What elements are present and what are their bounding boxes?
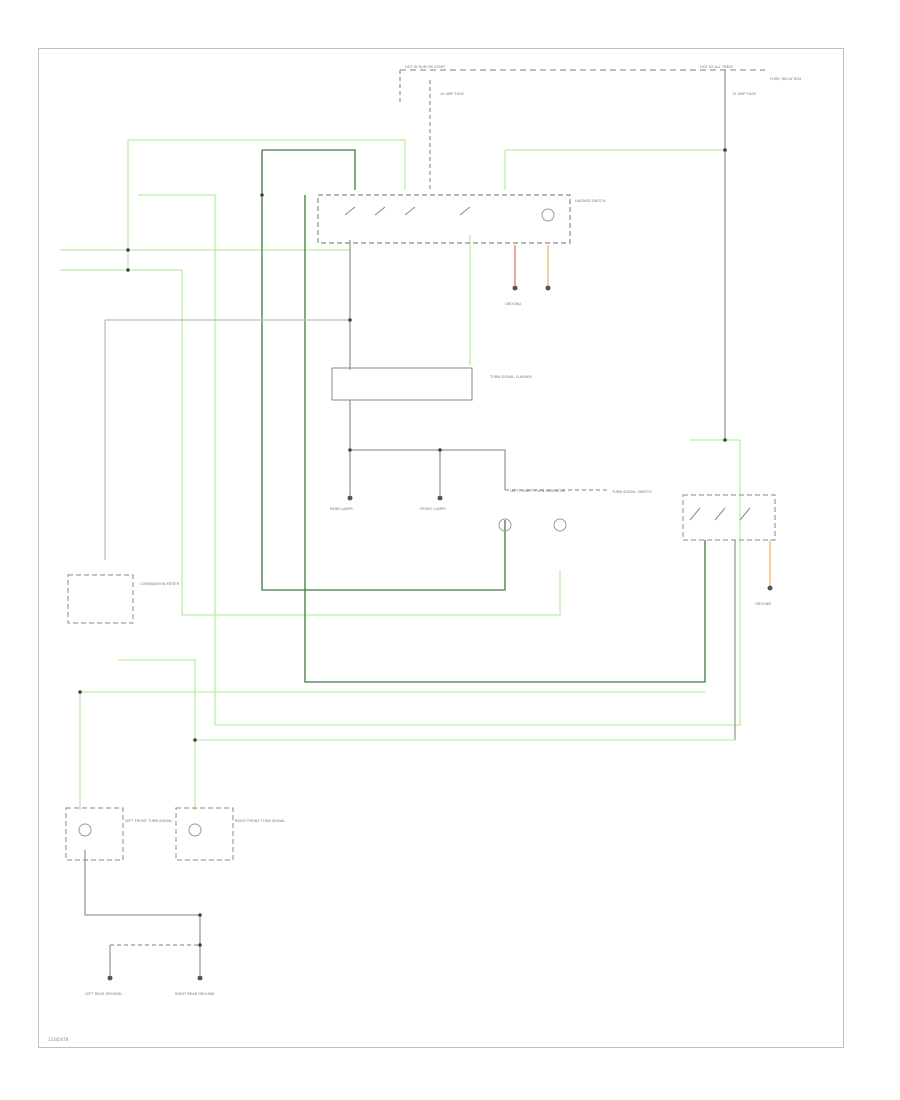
label-fuse-box: FUSE/ RELAY BOX [770,77,802,81]
hazard-lamp-icon [541,208,555,222]
ground-2 [437,495,443,501]
hazard-contacts [344,206,471,216]
label-fuse-a: 10 AMP FUSE [440,92,465,96]
label-indicator: LEFT / RIGHT TURN INDICATOR [510,489,566,493]
right-lamp-icon [188,823,202,837]
label-flasher: TURN SIGNAL FLASHER [489,375,532,379]
wire-green-7 [138,194,741,726]
ground-4 [107,975,113,981]
turn-switch-box [682,494,776,541]
hazard-switch-box [317,194,571,244]
fuse-a-drop [399,70,431,190]
wire-darkgreen-2 [261,150,506,591]
label-right-front: RIGHT FRONT TURN SIGNAL [235,819,285,823]
ground-3 [767,585,773,591]
right-lamp-box [175,807,234,861]
wire-green-1 [128,139,406,190]
label-hot-run: HOT IN RUN OR START [405,65,446,69]
wire-green-13 [118,659,196,740]
wire-darkgreen-1 [262,149,356,190]
wire-gray-5 [349,450,441,495]
wire-green-6 [60,269,561,616]
label-ground-left: LEFT REAR GROUND [85,992,122,996]
ground-5 [197,975,203,981]
right-indicator-icon [553,518,567,532]
diagram-code: 12345678 [48,1037,69,1042]
left-lamp-icon [78,823,92,837]
turn-switch-contacts [689,507,751,521]
label-ground-switch: GROUND [755,602,771,606]
label-rear-lamps: REAR LAMPS [330,507,354,511]
label-left-front: LEFT FRONT TURN SIGNAL [125,819,172,823]
flasher-box [331,367,473,401]
wire-darkgreen-3 [304,195,706,683]
label-fuse-b: 15 AMP FUSE [732,92,757,96]
wire-gray-7 [84,850,201,975]
label-combination-switch: TURN SIGNAL SWITCH [611,490,652,494]
label-hazard-switch: HAZARD SWITCH [575,199,606,203]
left-indicator-icon [498,518,512,532]
label-ground-hazard: GROUND [505,302,521,306]
ground-hazard-2 [545,285,551,291]
meter-box [67,574,134,624]
label-front-lamps: FRONT LAMPS [420,507,446,511]
wire-gray-4 [349,400,506,490]
ground-hazard-1 [512,285,518,291]
ground-1 [347,495,353,501]
label-hot-all: HOT AT ALL TIMES [700,65,734,69]
diagram-border [38,48,844,1048]
left-lamp-box [65,807,124,861]
label-meter: COMBINATION METER [140,582,180,586]
label-ground-right: RIGHT REAR GROUND [175,992,215,996]
